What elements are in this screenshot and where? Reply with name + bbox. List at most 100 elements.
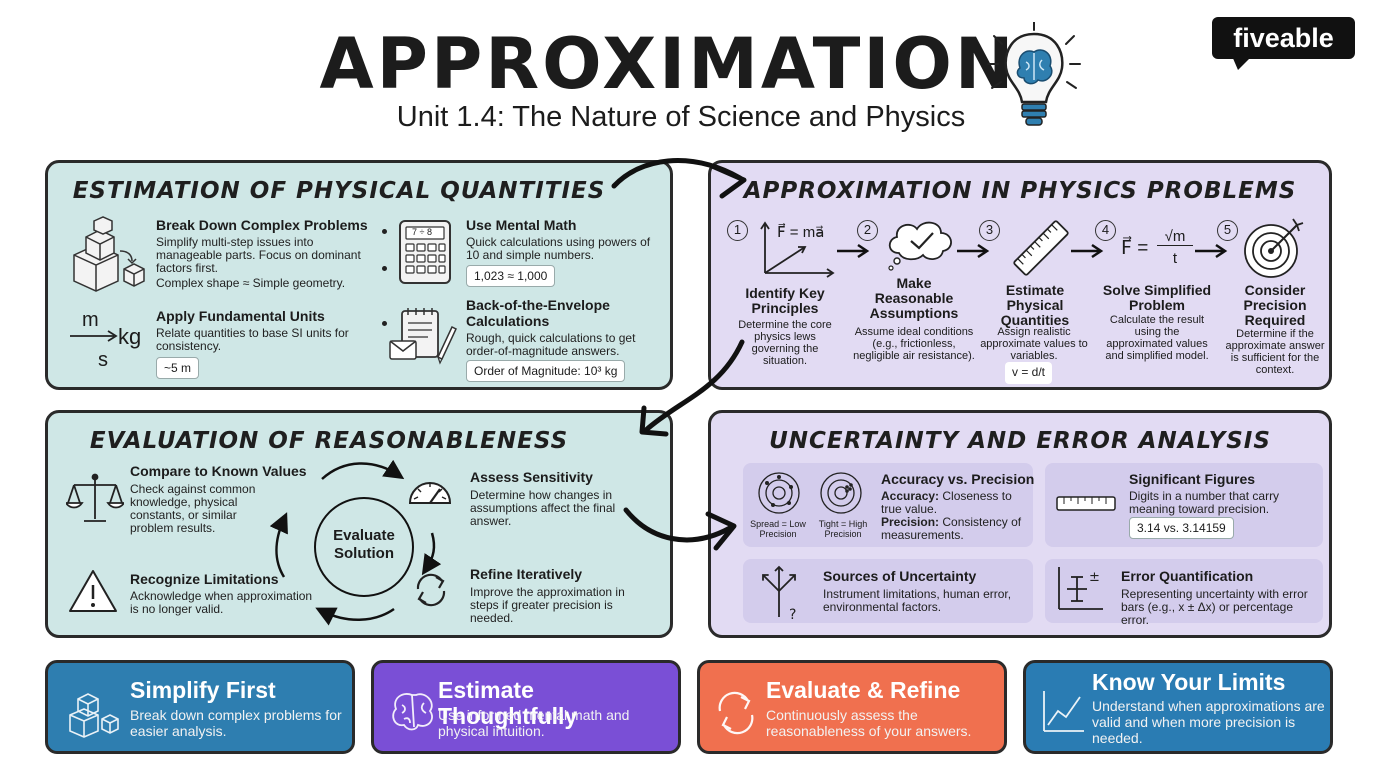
accuracy-heading: Accuracy vs. Precision <box>881 471 1035 487</box>
step-1-number: 1 <box>727 220 748 241</box>
sig-figs-example: 3.14 vs. 3.14159 <box>1129 517 1234 539</box>
boxes-icon <box>69 693 119 738</box>
estimate-thoughtfully-heading: Estimate Thoughtfully <box>438 677 578 729</box>
evaluation-cycle-arrows <box>269 459 442 626</box>
uncertainty-title: UNCERTAINTY AND ERROR ANALYSIS <box>769 428 1271 454</box>
arrow-right-icon <box>1195 243 1228 259</box>
estimation-title: ESTIMATION OF PHYSICAL QUANTITIES <box>72 178 606 204</box>
simplify-first-card: Simplify First Break down complex proble… <box>45 660 355 754</box>
brain-icon <box>392 693 433 731</box>
problems-panel: APPROXIMATION IN PHYSICS PROBLEMS 1 F⃗ =… <box>708 160 1332 390</box>
step-5-text: Determine if the approximate answer is s… <box>1225 328 1325 376</box>
know-your-limits-card: Know Your Limits Understand when approxi… <box>1023 660 1333 754</box>
high-precision-target-icon <box>820 472 862 514</box>
envelope-text: Rough, quick calculations to get order-o… <box>466 331 636 358</box>
evaluate-refine-card: Evaluate & Refine Continuously assess th… <box>697 660 1007 754</box>
branching-arrows-icon: ? <box>762 565 796 621</box>
arrow-right-icon <box>837 243 870 259</box>
logo-speech-tail <box>1232 56 1252 70</box>
page-title: APPROXIMATION <box>319 23 1017 105</box>
evaluate-solution-circle <box>314 497 414 597</box>
solve-formula-denominator: t <box>1172 250 1178 267</box>
precision-text: Consistency of measurements. <box>881 515 1022 542</box>
mental-math-text: Quick calculations using powers of 10 an… <box>466 235 651 262</box>
step-3-number: 3 <box>979 220 1000 241</box>
mental-math-heading: Use Mental Math <box>466 217 577 233</box>
simplify-first-heading: Simplify First <box>130 677 276 703</box>
low-precision-caption: Spread = Low Precision <box>750 519 806 539</box>
precision-label: Precision: <box>881 515 940 529</box>
break-down-example: Complex shape ≈ Simple geometry. <box>156 276 346 290</box>
error-bars-icon: ± <box>1058 567 1103 610</box>
evaluate-refine-heading: Evaluate & Refine <box>766 677 961 703</box>
step-5-number: 5 <box>1217 220 1238 241</box>
ruler-icon <box>1056 496 1116 511</box>
step-3-example: v = d/t <box>1005 362 1053 384</box>
reasonableness-panel: EVALUATION OF REASONABLENESS Compare to … <box>45 410 673 638</box>
solve-formula-numerator: √m <box>1157 229 1193 246</box>
sources-text: Instrument limitations, human error, env… <box>823 587 1012 614</box>
limitations-heading: Recognize Limitations <box>130 571 279 587</box>
solve-formula-lhs: F⃗ = <box>1121 238 1149 259</box>
limitations-text: Acknowledge when approximation is no lon… <box>130 589 313 616</box>
step-2-text: Assume ideal conditions (e.g., frictionl… <box>853 326 975 362</box>
quantification-heading: Error Quantification <box>1121 568 1254 584</box>
step-5-heading: Consider Precision Required <box>1243 282 1307 328</box>
target-icon <box>1244 218 1304 278</box>
sensitivity-text: Determine how changes in assumptions aff… <box>470 488 616 528</box>
fiveable-logo[interactable]: fiveable <box>1212 17 1355 59</box>
high-precision-caption: Tight = High Precision <box>818 519 868 539</box>
step-1-heading: Identify Key Principles <box>745 285 825 316</box>
gauge-icon <box>408 482 452 504</box>
sig-figs-text: Digits in a number that carry meaning to… <box>1129 489 1280 516</box>
break-down-heading: Break Down Complex Problems <box>156 217 368 233</box>
boxes-icon <box>73 216 145 292</box>
lightbulb-brain-icon <box>987 22 1081 126</box>
compare-heading: Compare to Known Values <box>130 463 307 479</box>
line-graph-icon <box>1043 691 1084 732</box>
uncertainty-panel: UNCERTAINTY AND ERROR ANALYSIS Spread = … <box>708 410 1332 638</box>
svg-text:?: ? <box>789 607 796 621</box>
sources-heading: Sources of Uncertainty <box>823 568 977 584</box>
step-1-text: Determine the core physics lews governin… <box>738 319 832 367</box>
refresh-icon <box>718 691 754 735</box>
mental-math-example: 1,023 ≈ 1,000 <box>466 265 556 287</box>
arrow-right-icon <box>957 243 990 259</box>
step-4-number: 4 <box>1095 220 1116 241</box>
sources-box <box>743 559 1033 623</box>
newton-formula: F⃗ = ma⃗ <box>777 224 825 241</box>
step-3-text: Assign realistic approximate values to v… <box>980 326 1088 362</box>
step-2-heading: Make Reasonable Assumptions <box>869 275 959 321</box>
calculator-display: 7 ÷ 8 <box>412 227 432 237</box>
notepad-pencil-icon <box>389 308 457 365</box>
ruler-icon <box>1013 220 1069 276</box>
page-subtitle: Unit 1.4: The Nature of Science and Phys… <box>396 101 966 133</box>
bullet-dot <box>382 321 387 326</box>
unit-s-label: s <box>98 349 108 371</box>
sensitivity-heading: Assess Sensitivity <box>470 469 593 485</box>
estimate-thoughtfully-card: Estimate Thoughtfully Use informed menta… <box>371 660 681 754</box>
accuracy-label: Accuracy: <box>881 489 940 503</box>
compare-text: Check against common knowledge, physical… <box>130 482 256 535</box>
accuracy-text: Closeness to true value. <box>881 489 1012 516</box>
bullet-dot <box>382 266 387 271</box>
calculator-icon <box>399 220 451 284</box>
balance-scale-icon <box>66 473 124 522</box>
envelope-heading: Back-of-the-Envelope Calculations <box>466 297 610 329</box>
know-your-limits-text: Understand when approximations are valid… <box>1092 698 1325 746</box>
sig-figs-heading: Significant Figures <box>1129 471 1256 487</box>
reasonableness-title: EVALUATION OF REASONABLENESS <box>89 428 569 454</box>
unit-kg-label: kg <box>118 324 142 349</box>
simplify-first-text: Break down complex problems for easier a… <box>130 707 342 739</box>
refine-heading: Refine Iteratively <box>470 566 583 582</box>
refresh-icon <box>416 573 446 607</box>
refine-text: Improve the approximation in steps if gr… <box>470 585 625 625</box>
problems-title: APPROXIMATION IN PHYSICS PROBLEMS <box>743 178 1297 204</box>
svg-text:±: ± <box>1089 570 1100 585</box>
break-down-text: Simplify multi-step issues into manageab… <box>156 235 361 275</box>
quantification-text: Representing uncertainty with error bars… <box>1121 587 1308 627</box>
step-2-number: 2 <box>857 220 878 241</box>
envelope-example: Order of Magnitude: 10³ kg <box>466 360 626 382</box>
step-3-heading: Estimate Physical Quantities <box>1000 282 1070 328</box>
